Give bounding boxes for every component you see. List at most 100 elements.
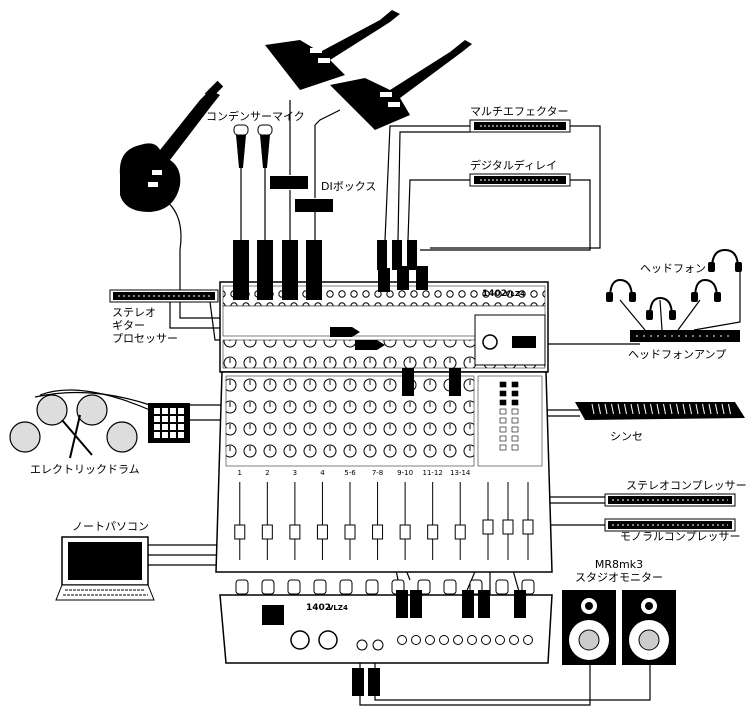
rear-knob[interactable] [443,579,457,595]
cable-plug [392,240,402,270]
mixer-brand-rear: VLZ4 [328,604,348,612]
di-box-icon [270,176,308,189]
fader-cap[interactable] [289,524,301,540]
channel-number-label: 9-10 [397,469,413,477]
headphone-amp-rack [630,330,740,342]
mixer-rear-panel: 1402 VLZ4 [219,579,553,664]
laptop-label: ノートパソコン [72,520,149,533]
cable-plug [462,590,474,618]
rear-jack [425,635,435,645]
synthesizer-keyboard-icon [575,402,745,420]
cable-plug [410,590,422,618]
laptop-icon [55,536,155,601]
channel-number-label: 5-6 [344,469,356,477]
studio-monitor-label-1: MR8mk3 [594,558,644,571]
di-box-label: DIボックス [321,180,377,193]
fader-cap[interactable] [316,524,328,540]
fader-cap[interactable] [261,524,273,540]
mixer-brand-top: VLZ4 [505,290,525,298]
cable-plug [416,266,428,290]
headphones-cups [606,262,742,320]
meter-led [499,417,507,424]
fader-cap[interactable] [399,524,411,540]
digital-delay-rack [469,173,571,187]
meter-led [499,426,507,433]
drum-pad-module-icon [148,403,190,443]
cable-plug [478,590,490,618]
meter-led [511,381,519,388]
cable-plug [257,240,273,300]
rear-knob[interactable] [235,579,249,595]
meter-led [499,408,507,415]
fader-cap[interactable] [234,524,246,540]
studio-monitor-right-icon [622,590,676,665]
electric-drum-label: エレクトリックドラム [30,463,140,476]
condenser-mic-icon [233,124,249,168]
master-fader-cap[interactable] [502,519,514,535]
rear-knob[interactable] [287,579,301,595]
condenser-mic-label: コンデンサーマイク [206,110,305,123]
rear-knob[interactable] [313,579,327,595]
rear-knob[interactable] [495,579,509,595]
rear-knob[interactable] [339,579,353,595]
rear-jack [411,635,421,645]
meter-led [511,435,519,442]
channel-number-label: 2 [265,469,269,477]
cable-plug [402,368,414,396]
cable-plug [282,240,298,300]
meter-led [511,426,519,433]
cable-plug [355,340,385,350]
cable-plug [233,240,249,300]
explorer-guitar-icon [265,10,400,90]
cable-plug [368,668,380,696]
rear-knob[interactable] [261,579,275,595]
cable-plug [352,668,364,696]
stereo-guitar-processor-label-3: プロセッサー [112,332,178,345]
synth-label: シンセ [610,430,643,443]
rear-jack [509,635,519,645]
rear-jack [439,635,449,645]
cable-plug [306,240,322,300]
fader-cap[interactable] [372,524,384,540]
master-fader-cap[interactable] [522,519,534,535]
cable-plug [396,590,408,618]
meter-led [511,390,519,397]
di-box-icon [295,199,333,212]
headphone-amp-label: ヘッドフォンアンプ [628,348,727,361]
rear-jack [467,635,477,645]
channel-number-label: 13-14 [450,469,471,477]
channel-number-label: 3 [293,469,297,477]
stereo-compressor-rack [604,493,736,507]
fader-cap[interactable] [344,524,356,540]
mixer-model-rear: 1402 [306,603,331,613]
meter-led [499,435,507,442]
meter-led [511,408,519,415]
electric-guitar-icon [119,80,224,212]
studio-monitor-left-icon [562,590,616,665]
fader-cap[interactable] [427,524,439,540]
cable-plugs [233,240,526,696]
fader-cap[interactable] [454,524,466,540]
channel-number-label: 7-8 [372,469,383,477]
channel-number-label: 11-12 [422,469,442,477]
cable-plug [397,266,409,290]
channel-number-label: 1 [238,469,242,477]
cable-plug [330,327,360,337]
mixer-top-panel: 1402 VLZ4 [219,281,549,373]
mono-compressor-label: モノラルコンプレッサー [620,530,741,543]
meter-led [499,399,507,406]
meter-led [511,444,519,451]
mixer-model-top: 1402 [482,289,507,299]
digital-delay-label: デジタルディレイ [470,159,558,172]
studio-monitor-label-2: スタジオモニター [575,571,663,584]
master-fader-cap[interactable] [482,519,494,535]
stereo-guitar-processor-rack [109,289,219,303]
cable-plug [514,590,526,618]
multi-effector-label: マルチエフェクター [470,105,569,118]
rear-knob[interactable] [365,579,379,595]
stereo-guitar-processor-label-2: ギター [112,319,145,332]
mono-compressor-rack [604,518,736,532]
